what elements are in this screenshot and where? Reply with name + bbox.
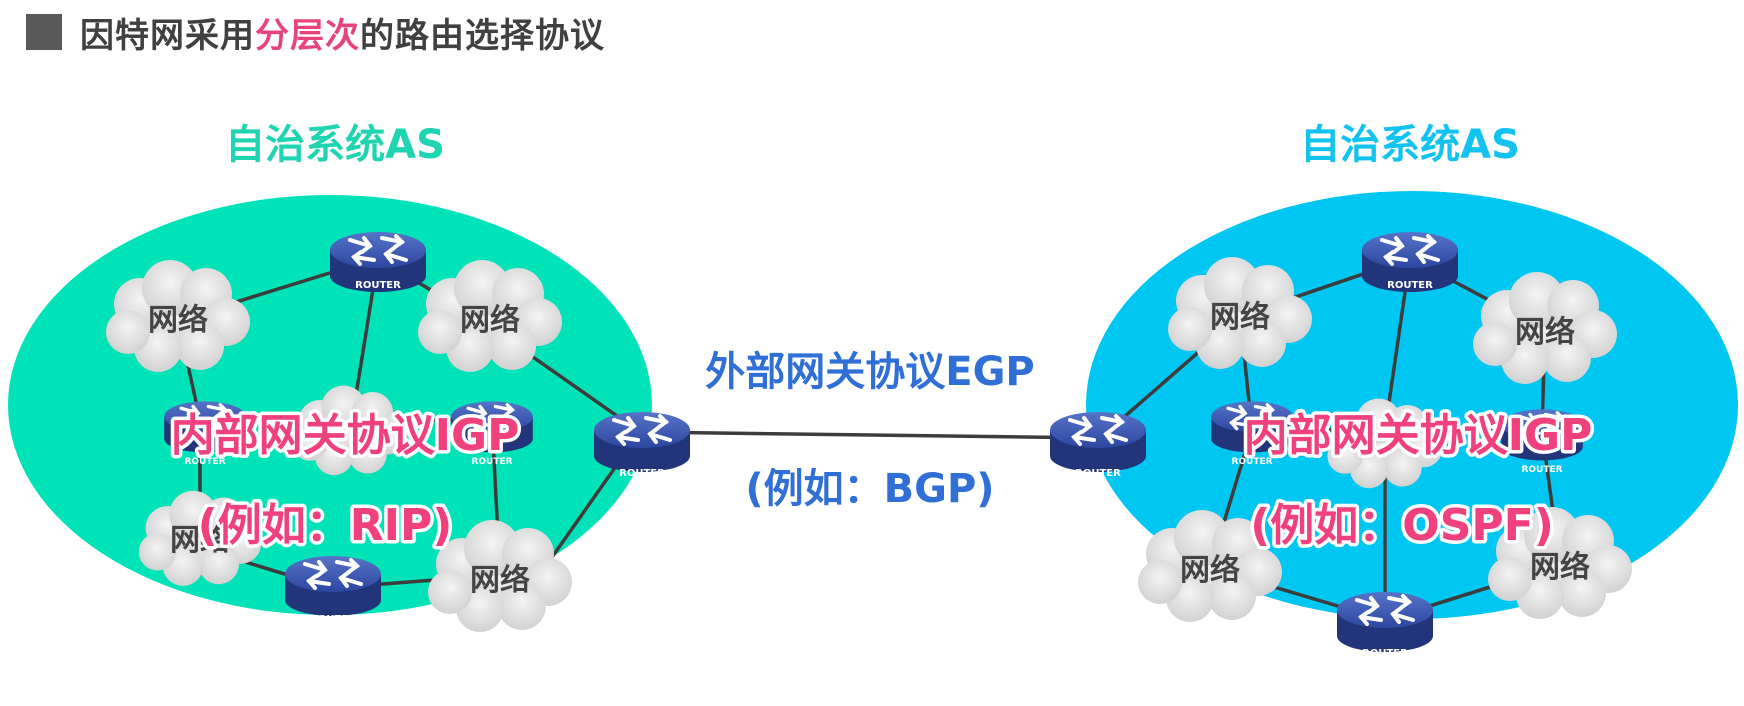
right-router-bottom: ROUTER: [1335, 590, 1435, 659]
svg-text:网络: 网络: [148, 303, 208, 338]
right-router-top: ROUTER: [1360, 230, 1460, 294]
left-router-top: ROUTER: [328, 230, 428, 294]
router-label: ROUTER: [310, 614, 356, 625]
left-igp-label: 内部网关协议IGP: [171, 410, 520, 461]
right-network-cloud-2: 网络: [1473, 272, 1617, 384]
left-border-router: ROUTER: [592, 410, 692, 479]
router-label: ROUTER: [355, 280, 401, 291]
left-router-mid-right: ROUTER: [449, 399, 535, 467]
router-label: ROUTER: [1362, 648, 1408, 659]
svg-text:网络: 网络: [470, 563, 530, 598]
title-prefix: 因特网采用: [80, 15, 255, 56]
left-router-mid-left: ROUTER: [162, 399, 248, 467]
router-label: ROUTER: [1387, 280, 1433, 291]
right-border-router: ROUTER: [1048, 410, 1148, 479]
page-title: 因特网采用分层次的路由选择协议: [80, 8, 605, 57]
router-label: ROUTER: [184, 457, 225, 467]
right-network-cloud-3: 网络: [1138, 510, 1282, 622]
svg-text:网络: 网络: [170, 523, 230, 558]
right-igp-example: (例如：OSPF): [1250, 500, 1554, 551]
right-as-title: 自治系统AS: [1300, 122, 1520, 168]
left-network-cloud-2: 网络: [418, 260, 562, 372]
router-label: ROUTER: [1231, 457, 1272, 467]
left-as-title: 自治系统AS: [225, 122, 445, 168]
router-label: ROUTER: [471, 457, 512, 467]
svg-text:网络: 网络: [460, 303, 520, 338]
right-router-mid-left: ROUTER: [1209, 399, 1295, 467]
left-igp-example: (例如：RIP): [198, 500, 453, 551]
title-suffix: 的路由选择协议: [360, 15, 605, 56]
right-igp-label: 内部网关协议IGP: [1244, 410, 1593, 461]
router-label: ROUTER: [619, 468, 665, 479]
egp-example: (例如：BGP): [745, 466, 994, 512]
right-router-mid-right: ROUTER: [1499, 407, 1585, 475]
router-label: ROUTER: [1075, 468, 1121, 479]
router-label: ROUTER: [1521, 465, 1562, 475]
left-network-cloud-1: 网络: [106, 260, 250, 372]
svg-text:网络: 网络: [1530, 550, 1590, 585]
left-network-cloud-4: 网络: [428, 520, 572, 632]
left-router-bottom: ROUTER: [283, 554, 383, 625]
left-network-cloud-3: 网络: [138, 490, 262, 586]
right-network-cloud-1: 网络: [1168, 257, 1312, 369]
svg-text:网络: 网络: [1180, 553, 1240, 588]
egp-link: [639, 430, 1101, 440]
right-network-cloud-4: 网络: [1488, 507, 1632, 619]
page-header: 因特网采用分层次的路由选择协议: [26, 8, 605, 57]
svg-text:网络: 网络: [1210, 300, 1270, 335]
bullet-square-icon: [26, 14, 62, 50]
title-highlight: 分层次: [255, 15, 360, 56]
egp-label: 外部网关协议EGP: [705, 349, 1034, 395]
svg-text:网络: 网络: [1515, 315, 1575, 350]
